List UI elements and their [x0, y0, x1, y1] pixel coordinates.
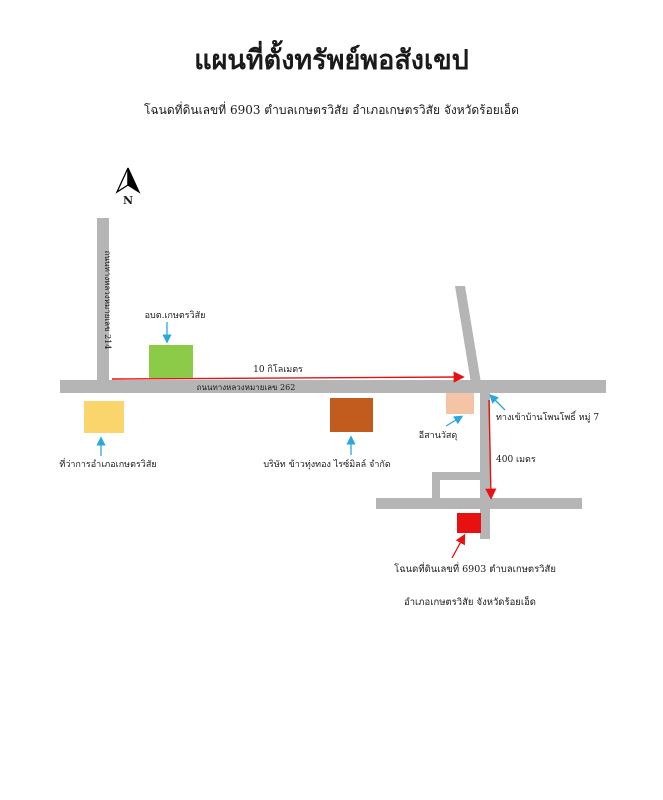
isan-marker: [446, 393, 474, 414]
route-arrow-branch: [485, 399, 497, 500]
village-branch-road: [480, 392, 490, 539]
roads: [60, 218, 606, 539]
side-loop-road-left: [432, 472, 440, 504]
isan-pointer: [445, 415, 464, 427]
district-office-marker: [84, 401, 124, 433]
side-loop-road-top: [432, 472, 484, 480]
north-branch-road: [455, 286, 481, 383]
obtor-marker: [149, 345, 193, 378]
lower-cross-road: [376, 498, 582, 509]
property-marker: [457, 513, 481, 533]
north-arrow-icon: N: [115, 167, 141, 207]
obtor-label: อบต.เกษตรวิสัย: [145, 310, 206, 321]
property-label-line1: โฉนดที่ดินเลขที่ 6903 ตำบลเกษตรวิสัย: [394, 562, 556, 575]
branch-road-label: ทางเข้าบ้านโพนโพธิ์ หมู่ 7: [496, 410, 599, 423]
map-subtitle: โฉนดที่ดินเลขที่ 6903 ตำบลเกษตรวิสัย อำเ…: [144, 103, 519, 117]
route-arrow-main: [111, 371, 465, 383]
distance-branch-label: 400 เมตร: [496, 455, 536, 465]
rice-mill-label: บริษัท ข้าวทุ่งทอง ไรซ์มิลล์ จำกัด: [263, 458, 391, 470]
property-label-line2: อำเภอเกษตรวิสัย จังหวัดร้อยเอ็ด: [404, 595, 536, 608]
district-office-label: ที่ว่าการอำเภอเกษตรวิสัย: [59, 457, 156, 470]
compass-label: N: [123, 194, 133, 207]
highway-262-road: [60, 380, 606, 393]
branch-road-pointer: [489, 394, 506, 411]
highway-262-label: ถนนทางหลวงหมายเลข 262: [197, 383, 296, 392]
highway-214-road: [97, 218, 109, 386]
highway-214-label: ถนนทางหลวงหมายเลข 214: [103, 251, 112, 350]
map-title: แผนที่ตั้งทรัพย์พอสังเขป: [194, 45, 469, 76]
rice-mill-marker: [330, 398, 373, 432]
distance-main-label: 10 กิโลเมตร: [253, 364, 303, 375]
isan-label: อีสานวัสดุ: [419, 430, 458, 441]
property-pointer: [451, 533, 466, 559]
